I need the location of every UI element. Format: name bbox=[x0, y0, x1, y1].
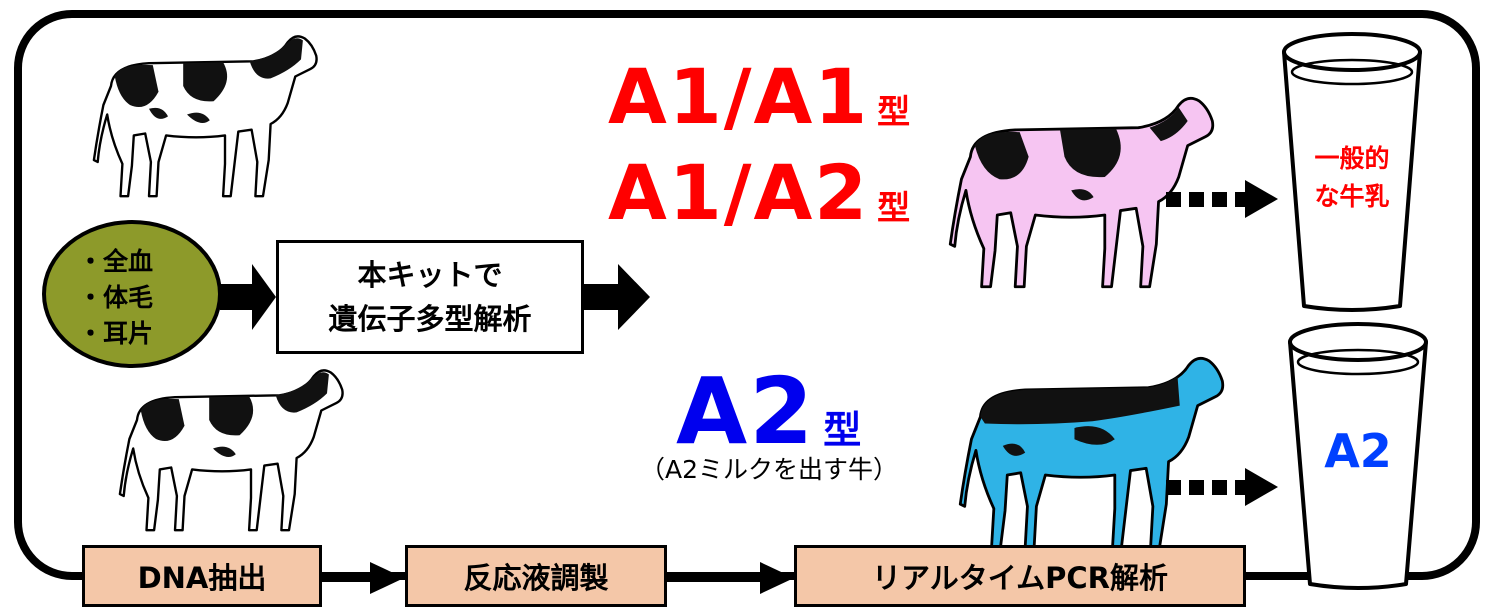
blue-cow-icon bbox=[958, 356, 1225, 549]
kit-line1: 本キットで bbox=[357, 258, 503, 292]
a2-milk-label: A2 bbox=[1324, 424, 1392, 478]
genotype-a1a2-label: A1/A2 bbox=[608, 148, 870, 237]
sample-types-circle: ・全血 ・体毛 ・耳片 bbox=[42, 220, 222, 368]
pink-cow-icon bbox=[948, 96, 1215, 289]
genotype-a1a1-label: A1/A1 bbox=[608, 52, 870, 141]
regular-milk-label: 一般的 な牛乳 bbox=[1302, 140, 1402, 216]
regular-milk-line1: 一般的 bbox=[1314, 144, 1390, 173]
genotype-a2-label: A2 bbox=[676, 358, 816, 465]
arrow-icon bbox=[584, 264, 650, 330]
a2-note: （A2ミルクを出す牛） bbox=[640, 455, 899, 484]
genotype-a1a1-suffix: 型 bbox=[877, 92, 911, 131]
dotted-arrow-icon bbox=[1166, 180, 1278, 218]
cow-icon bbox=[92, 35, 318, 198]
genotype-a2-suffix: 型 bbox=[823, 408, 862, 452]
dotted-arrow-icon bbox=[1166, 468, 1278, 506]
genotype-a1a2-suffix: 型 bbox=[877, 188, 911, 227]
cow-icon bbox=[118, 369, 344, 532]
sample-item-blood: ・全血 bbox=[78, 247, 154, 276]
kit-line2: 遺伝子多型解析 bbox=[328, 302, 532, 336]
sample-item-ear: ・耳片 bbox=[78, 319, 154, 348]
step-reaction-prep: 反応液調製 bbox=[405, 545, 667, 607]
milk-glass-icon bbox=[1282, 32, 1422, 312]
sample-list: ・全血 ・体毛 ・耳片 bbox=[78, 244, 153, 352]
arrow-icon bbox=[666, 562, 794, 594]
step-dna-extraction: DNA抽出 bbox=[82, 545, 322, 607]
regular-milk-line2: な牛乳 bbox=[1314, 182, 1390, 211]
sample-item-hair: ・体毛 bbox=[78, 283, 154, 312]
milk-glass-icon bbox=[1288, 322, 1428, 590]
step-realtime-pcr: リアルタイムPCR解析 bbox=[794, 545, 1246, 607]
kit-analysis-box: 本キットで 遺伝子多型解析 bbox=[276, 240, 584, 354]
arrow-icon bbox=[220, 264, 276, 330]
arrow-icon bbox=[322, 562, 404, 594]
